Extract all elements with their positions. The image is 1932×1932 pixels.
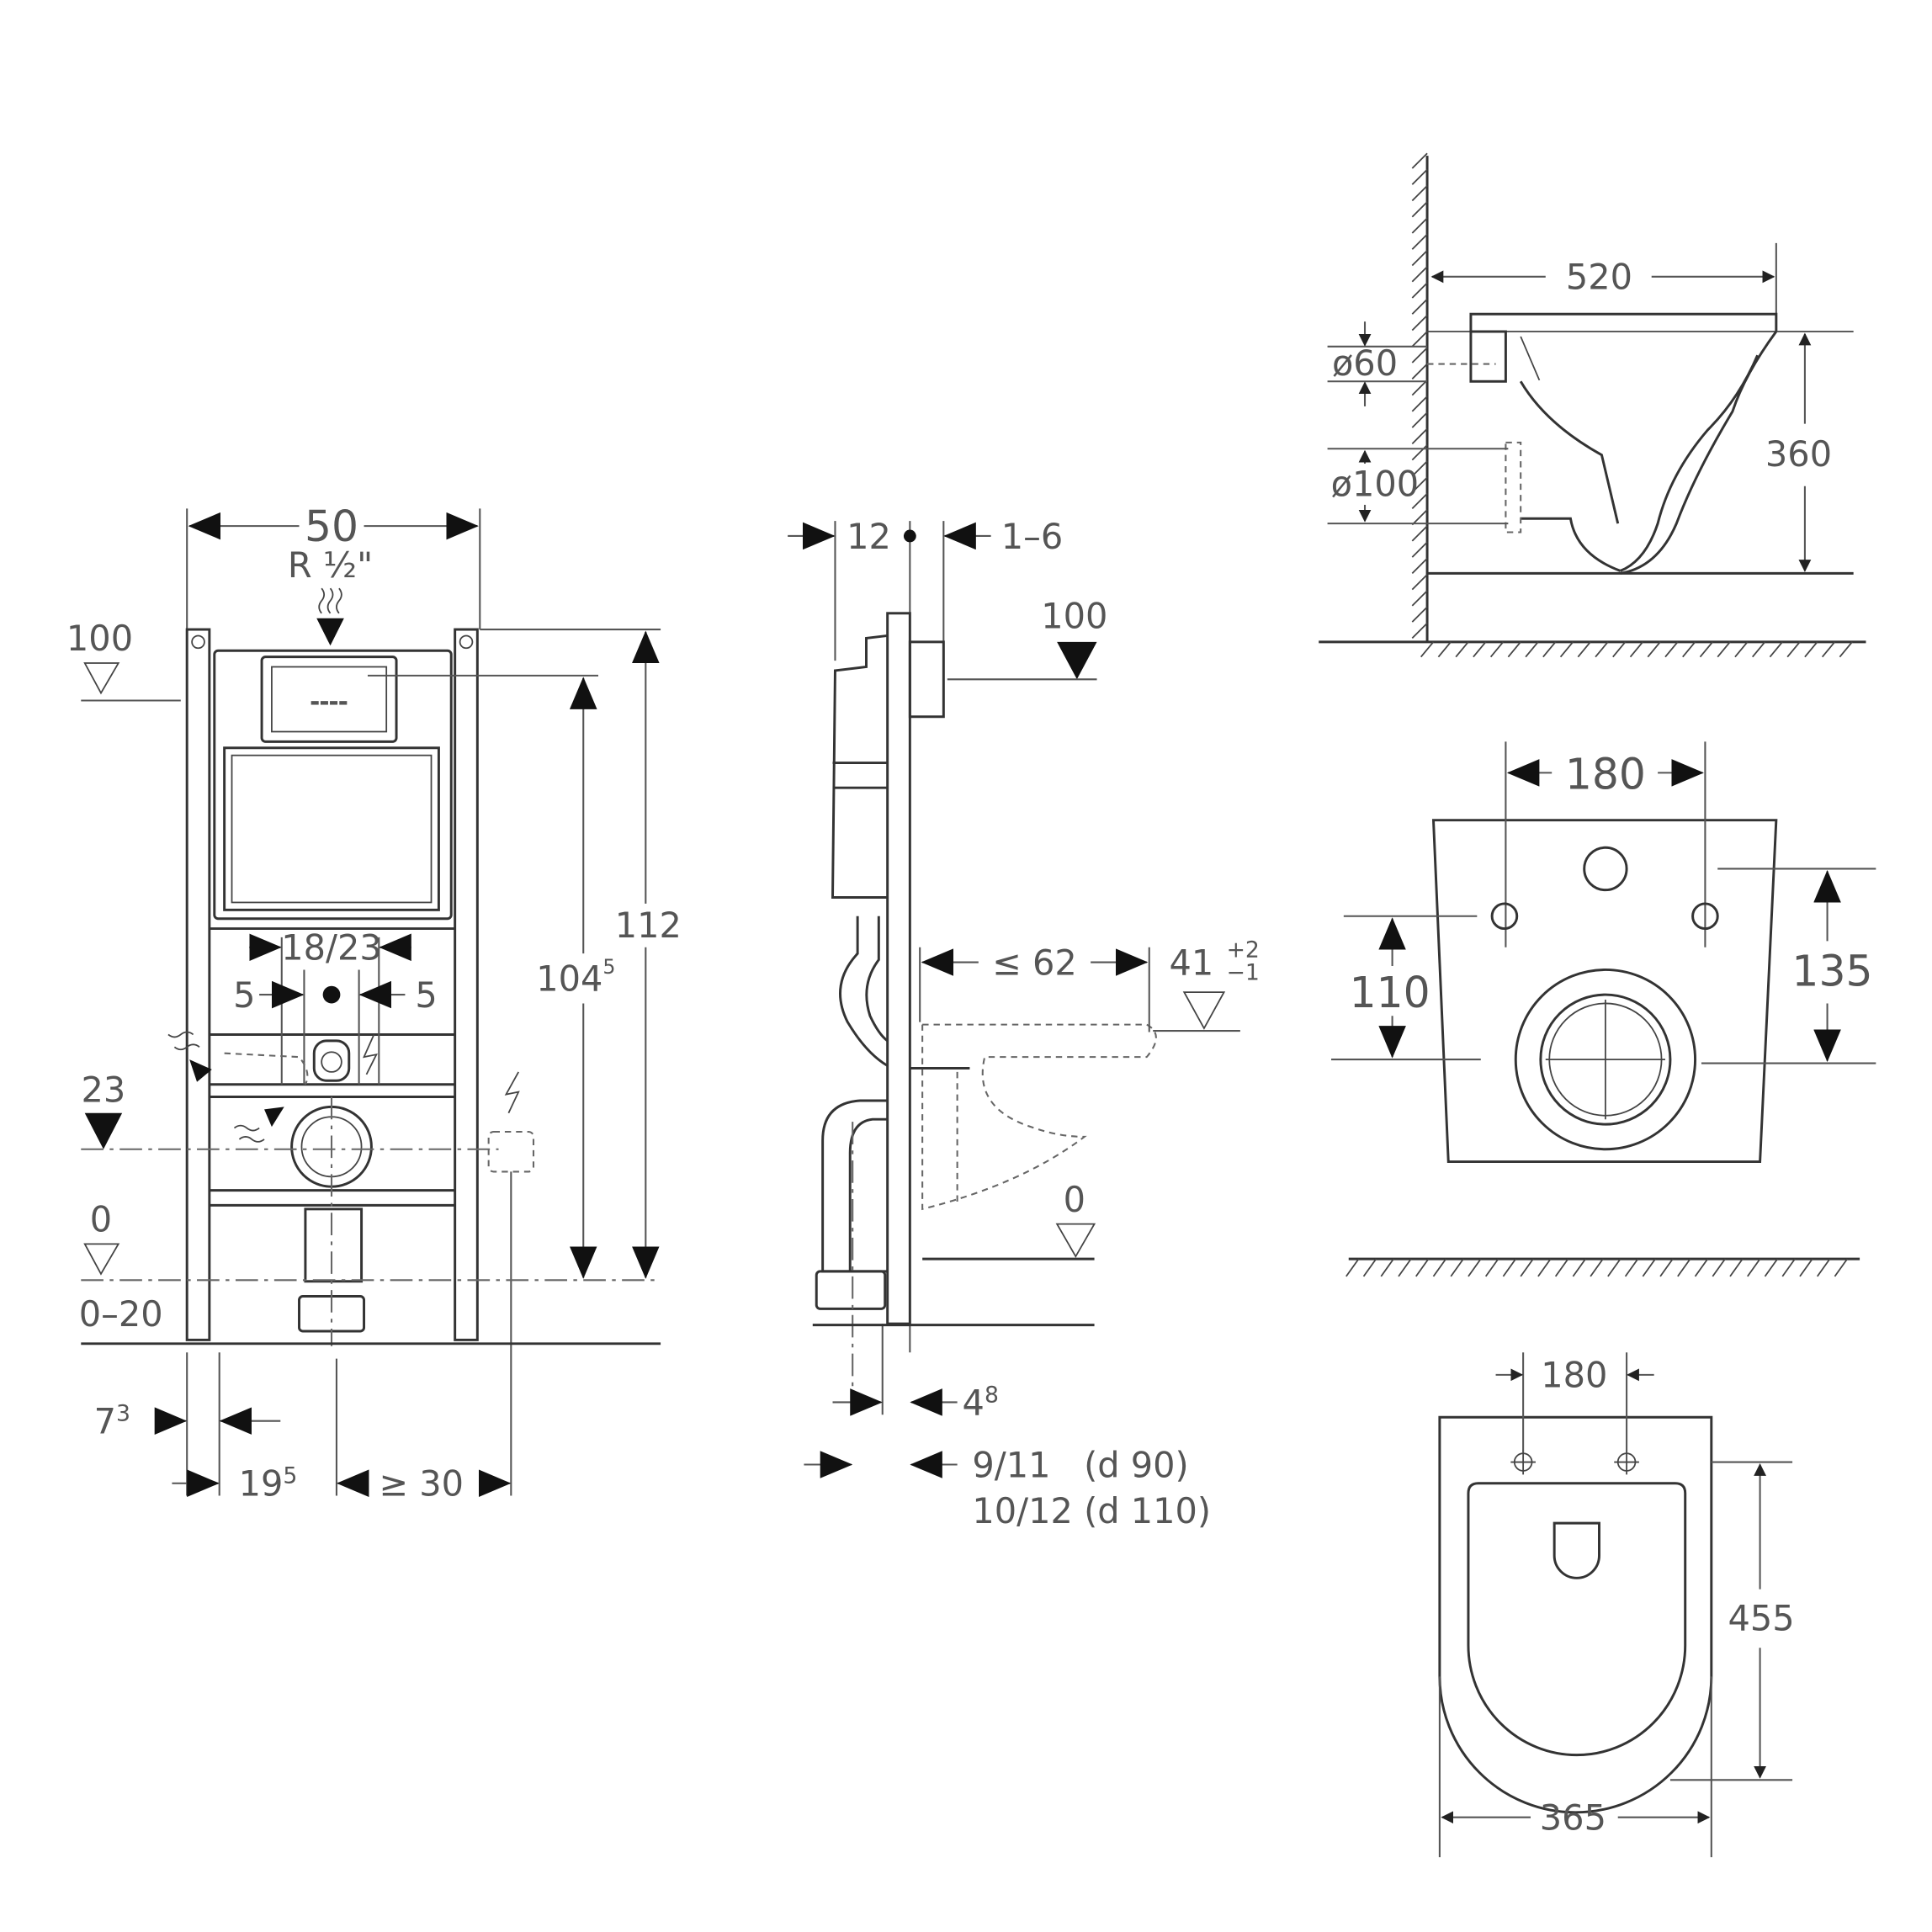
side-level-100: 100 bbox=[1041, 597, 1107, 637]
bowl-top-length-label: 455 bbox=[1728, 1599, 1794, 1639]
power-offset-label: ≥ 30 bbox=[379, 1464, 464, 1505]
outlet-height-label: 110 bbox=[1350, 968, 1430, 1017]
side-view: 12 1–6 ≤ 62 41 +2 −1 100 0 bbox=[788, 517, 1260, 1531]
inlet-height-label: 135 bbox=[1791, 947, 1872, 996]
electric-icon bbox=[363, 1034, 535, 1496]
seat-tol-plus: +2 bbox=[1227, 937, 1260, 963]
depth-label: 12 bbox=[847, 517, 891, 557]
front-level-100: 100 bbox=[66, 618, 133, 659]
bolt-spacing-label: 18/23 bbox=[281, 928, 382, 969]
hatching bbox=[1411, 152, 1428, 640]
drain-d110-label: 10/12 (d 110) bbox=[972, 1491, 1211, 1531]
seat-tol-minus: −1 bbox=[1227, 959, 1260, 985]
side-water-inlet-icon bbox=[167, 1031, 284, 1143]
bowl-length-label: 520 bbox=[1566, 257, 1632, 298]
bowl-height-label: 360 bbox=[1765, 434, 1832, 475]
top-bolt-spacing-label: 180 bbox=[1541, 1356, 1607, 1396]
front-level-23: 23 bbox=[82, 1070, 126, 1110]
inlet-label: R ½" bbox=[288, 545, 373, 586]
offset-left-label: 5 bbox=[233, 975, 255, 1016]
back-bolt-spacing-label: 180 bbox=[1565, 750, 1646, 799]
outlet-diameter-label: ø100 bbox=[1331, 464, 1420, 505]
foot-offset-label: 73 bbox=[94, 1401, 130, 1442]
bowl-width-label: 365 bbox=[1540, 1798, 1606, 1839]
brand-mark: ▬▬▬▬ bbox=[310, 696, 348, 708]
water-inlet-icon bbox=[316, 587, 344, 646]
projection-label: ≤ 62 bbox=[992, 942, 1077, 983]
offset-right-label: 5 bbox=[415, 975, 437, 1016]
front-width-label: 50 bbox=[305, 502, 358, 551]
seat-height-label: 41 bbox=[1169, 942, 1213, 983]
center-point-icon bbox=[322, 985, 341, 1004]
drain-d90-label: 9/11 (d 90) bbox=[972, 1445, 1188, 1485]
drain-offset-label: 195 bbox=[239, 1463, 298, 1505]
total-height-label: 112 bbox=[615, 905, 682, 946]
front-level-0: 0 bbox=[90, 1200, 112, 1240]
wall-gap-label: 1–6 bbox=[1001, 517, 1064, 557]
side-level-0: 0 bbox=[1064, 1180, 1085, 1220]
bowl-side-view: 520 ø60 ø100 360 bbox=[1319, 152, 1866, 658]
bowl-top-view: 180 455 365 bbox=[1438, 1352, 1795, 1858]
hatching bbox=[1420, 641, 1853, 658]
plate-height-label: 1045 bbox=[536, 955, 615, 1000]
inlet-diameter-label: ø60 bbox=[1332, 343, 1398, 384]
front-view: 50 R ½" ▬▬▬▬ 18/23 5 5 bbox=[66, 502, 682, 1505]
bowl-back-view: 180 110 135 bbox=[1331, 741, 1876, 1277]
hatching bbox=[1346, 1258, 1848, 1277]
floor-adjust-label: 0–20 bbox=[79, 1294, 163, 1335]
frame-offset-label: 48 bbox=[963, 1382, 999, 1423]
